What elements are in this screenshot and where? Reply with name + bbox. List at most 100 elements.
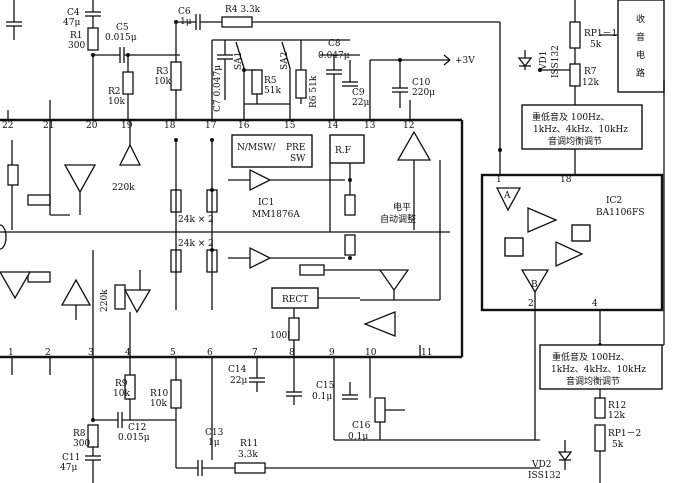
- ic2-pin-4: 4: [592, 299, 598, 309]
- pin-label: 20: [86, 121, 98, 131]
- c15-value: 0.1μ: [312, 392, 332, 402]
- top-left-components: C4 47μ R1 300 C5 0.015μ R2 10k R3 10k C6: [6, 0, 501, 150]
- radio-box: [617, 0, 665, 93]
- pin-label: 1: [8, 348, 14, 358]
- c12-label: C12: [128, 423, 146, 433]
- right-components: 收 音 电 路 VD1 ISS132 RP1－1 5k R7 12k 重低音及 …: [480, 0, 665, 483]
- rp1-1-value: 5k: [590, 40, 602, 50]
- eq-bottom-line3: 音调均衡调节: [566, 375, 620, 387]
- radio-char-3: 电: [636, 49, 645, 61]
- level-auto-2: 自动调整: [380, 213, 416, 225]
- r8-value: 300: [73, 439, 90, 449]
- ic2-amp-b: B: [531, 280, 538, 290]
- sa1-label: SA1: [234, 52, 244, 70]
- c11-value: 47μ: [60, 463, 77, 473]
- c4-label: C4: [67, 8, 80, 18]
- r2-value: 10k: [108, 97, 125, 107]
- c14-label: C14: [228, 365, 247, 375]
- c14-value: 22μ: [230, 376, 247, 386]
- pin-label: 17: [205, 121, 217, 131]
- pin-label: 14: [327, 121, 339, 131]
- nmsw-text-1: N/MSW/: [237, 143, 277, 153]
- r3-value: 10k: [154, 77, 171, 87]
- c9-label: C9: [352, 88, 365, 98]
- ic2-name: IC2: [606, 196, 622, 206]
- radio-char-4: 路: [636, 67, 645, 79]
- pin-label: 5: [170, 348, 176, 358]
- r9-label: R9: [115, 379, 128, 389]
- r9-value: 10k: [113, 389, 130, 399]
- nmsw-block: [231, 134, 313, 168]
- nmsw-text-3: SW: [290, 154, 306, 164]
- r2-label: R2: [108, 87, 121, 97]
- sa2-label: SA2: [280, 52, 290, 70]
- res-220k-bottom: 220k: [100, 289, 110, 312]
- r4-label: R4 3.3k: [225, 5, 261, 15]
- ic2-amp-a: A: [503, 191, 511, 201]
- rf-text: R.F: [335, 146, 351, 156]
- supply-label: +3V: [455, 56, 475, 66]
- vd1-label: VD1: [539, 51, 549, 71]
- eq-top-line3: 音调均衡调节: [548, 135, 602, 147]
- pin-label: 9: [329, 348, 335, 358]
- c15-label: C15: [316, 381, 335, 391]
- radio-char-1: 收: [636, 13, 645, 25]
- c6-label: C6: [178, 7, 191, 17]
- ic1-package: [0, 40, 464, 460]
- c4-value: 47μ: [63, 18, 80, 28]
- eq-bottom-line1: 重低音及 100Hz、: [552, 351, 630, 363]
- ic1-top-pin-labels: 22 21 20 19 18 17 16 15 14 13 12: [2, 121, 414, 131]
- rp1-1-label: RP1－1: [584, 29, 617, 39]
- c12-value: 0.015μ: [118, 433, 150, 443]
- pin-label: 4: [125, 348, 131, 358]
- c6-value: 1μ: [180, 17, 192, 27]
- pin-label: 21: [43, 121, 54, 131]
- res-100k: 100k: [270, 331, 293, 341]
- eq-top-line1: 重低音及 100Hz、: [532, 111, 610, 123]
- c9-value: 22μ: [352, 98, 369, 108]
- c8-label: C8: [328, 39, 341, 49]
- r11-label: R11: [240, 439, 258, 449]
- c7-label: C7 0.047μ: [213, 65, 223, 112]
- c11-label: C11: [62, 453, 80, 463]
- pin-label: 8: [289, 348, 295, 358]
- ic2-box: [480, 173, 664, 312]
- c13-value: 1μ: [208, 438, 220, 448]
- c8-value: 0.047μ: [318, 51, 350, 61]
- pin-label: 7: [252, 348, 258, 358]
- ic2-pin-18: 18: [560, 175, 572, 185]
- c5-label: C5: [116, 23, 129, 33]
- level-auto-1: 电平: [393, 201, 411, 213]
- pin-label: 11: [421, 348, 432, 358]
- ic1-internals: N/MSW/ PRE SW R.F RECT 电平 自动调整 24k × 2 2…: [0, 120, 441, 357]
- pin-label: 18: [164, 121, 176, 131]
- pin-label: 12: [403, 121, 414, 131]
- c10-value: 220μ: [412, 88, 435, 98]
- r12-label: R12: [608, 401, 626, 411]
- r11-value: 3.3k: [238, 450, 258, 460]
- r5-value: 51k: [264, 86, 281, 96]
- pin-label: 3: [88, 348, 94, 358]
- eq-top-line2: 1kHz、4kHz、10kHz: [533, 125, 628, 135]
- pin-label: 2: [45, 348, 51, 358]
- rp1-2-value: 5k: [612, 440, 624, 450]
- r7-label: R7: [584, 67, 597, 77]
- res-220k-top: 220k: [112, 183, 135, 193]
- radio-char-2: 音: [636, 31, 645, 43]
- r6-label: R6 51k: [309, 75, 319, 108]
- r3-label: R3: [156, 67, 169, 77]
- ic1-part: MM1876A: [252, 210, 300, 220]
- rect-text: RECT: [282, 295, 308, 305]
- r10-label: R10: [150, 389, 169, 399]
- ic2-pin-1: 1: [496, 175, 502, 185]
- vd2-label: VD2: [531, 460, 551, 470]
- pin-label: 13: [364, 121, 376, 131]
- rf-block: [329, 134, 365, 164]
- c13-label: C13: [205, 428, 224, 438]
- r1-value: 300: [68, 41, 85, 51]
- c16-value: 0.1μ: [348, 432, 368, 442]
- r8-label: R8: [73, 429, 86, 439]
- bottom-components: R9 10k R10 10k C12 0.015μ R8 300 C11 47μ…: [60, 365, 540, 483]
- left-edge-arc: [0, 224, 7, 250]
